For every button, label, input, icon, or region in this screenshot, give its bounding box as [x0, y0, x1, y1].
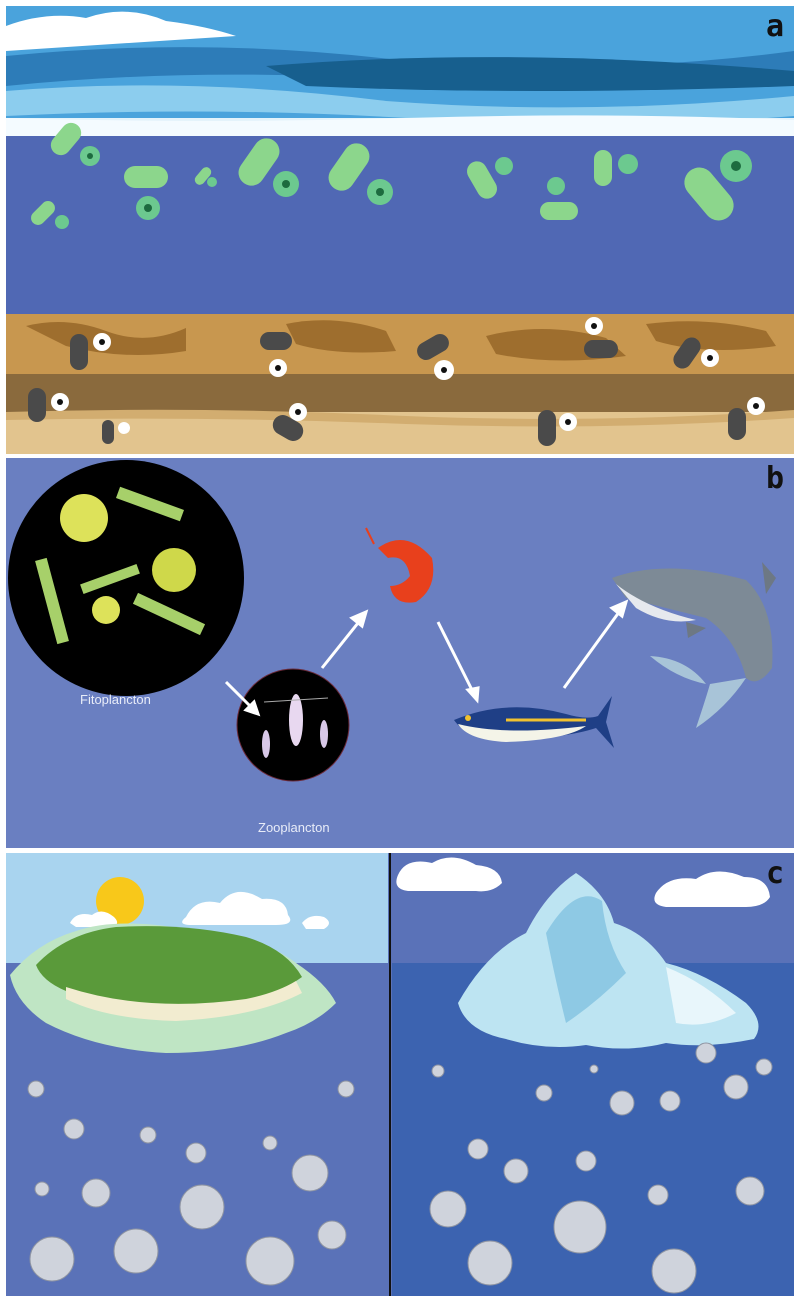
foraminifera-icon: [468, 1139, 488, 1159]
panel-a-ocean-sediment: a: [6, 6, 794, 454]
dark-bacteria-icon: [260, 332, 292, 350]
foraminifera-icon: [114, 1229, 158, 1273]
foraminifera-icon: [696, 1043, 716, 1063]
foraminifera-icon: [140, 1127, 156, 1143]
foraminifera-icon: [576, 1151, 596, 1171]
dark-bacteria-icon: [70, 334, 88, 370]
green-bacteria-icon: [207, 177, 217, 187]
green-bacteria-icon: [547, 177, 565, 195]
green-bacteria-icon: [540, 202, 578, 220]
foraminifera-icon: [186, 1143, 206, 1163]
foraminifera-icon: [338, 1081, 354, 1097]
foraminifera-icon: [504, 1159, 528, 1183]
dark-bacteria-icon: [28, 388, 46, 422]
foraminifera-icon: [736, 1177, 764, 1205]
foraminifera-icon: [263, 1136, 277, 1150]
tuna-icon: [454, 696, 614, 748]
foraminifera-icon: [82, 1179, 110, 1207]
green-bacteria-icon: [55, 215, 69, 229]
foraminifera-icon: [536, 1085, 552, 1101]
panel-b-illustration: [6, 458, 794, 848]
foraminifera-icon: [30, 1237, 74, 1281]
foraminifera-icon: [610, 1091, 634, 1115]
foraminifera-icon: [246, 1237, 294, 1285]
foraminifera-icon: [648, 1185, 668, 1205]
panel-a-letter: a: [766, 12, 784, 42]
phytoplankton-icon: [8, 460, 244, 696]
foraminifera-icon: [756, 1059, 772, 1075]
green-bacteria-icon: [28, 198, 58, 228]
foraminifera-icon: [35, 1182, 49, 1196]
green-bacteria-icon: [323, 138, 374, 196]
foraminifera-icon: [430, 1191, 466, 1227]
dark-bacteria-icon: [728, 408, 746, 440]
green-bacteria-icon: [463, 158, 500, 203]
panel-c-island-iceberg: c: [6, 853, 794, 1296]
panel-c-letter: c: [766, 859, 784, 889]
foraminifera-icon: [318, 1221, 346, 1249]
sea-surface: [6, 6, 794, 136]
foraminifera-icon: [468, 1241, 512, 1285]
foraminifera-icon: [660, 1091, 680, 1111]
dark-bacteria-icon: [584, 340, 618, 358]
foraminifera-icon: [180, 1185, 224, 1229]
foraminifera-icon: [432, 1065, 444, 1077]
green-bacteria-icon: [495, 157, 513, 175]
green-bacteria-icon: [618, 154, 638, 174]
foraminifera-icon: [554, 1201, 606, 1253]
panel-c-illustration: [6, 853, 794, 1296]
zooplankton-label: Zooplancton: [258, 820, 330, 835]
foraminifera-icon: [724, 1075, 748, 1099]
foraminifera-icon: [652, 1249, 696, 1293]
panel-a-illustration: [6, 6, 794, 454]
dark-bacteria-icon: [102, 420, 114, 444]
foraminifera-icon: [292, 1155, 328, 1191]
phytoplankton-label: Fitoplancton: [80, 692, 151, 707]
shark-icon: [612, 562, 776, 728]
foraminifera-icon: [590, 1065, 598, 1073]
green-bacteria-icon: [594, 150, 612, 186]
zooplankton-icon: [237, 669, 349, 781]
panel-b-letter: b: [766, 464, 784, 494]
foraminifera-icon: [28, 1081, 44, 1097]
foraminifera-icon: [64, 1119, 84, 1139]
green-bacteria-icon: [124, 166, 168, 188]
dark-bacteria-icon: [538, 410, 556, 446]
panel-b-food-chain: b Fitoplancton Zooplancton: [6, 458, 794, 848]
white-microbe-icon: [118, 422, 130, 434]
shrimp-icon: [366, 528, 433, 603]
